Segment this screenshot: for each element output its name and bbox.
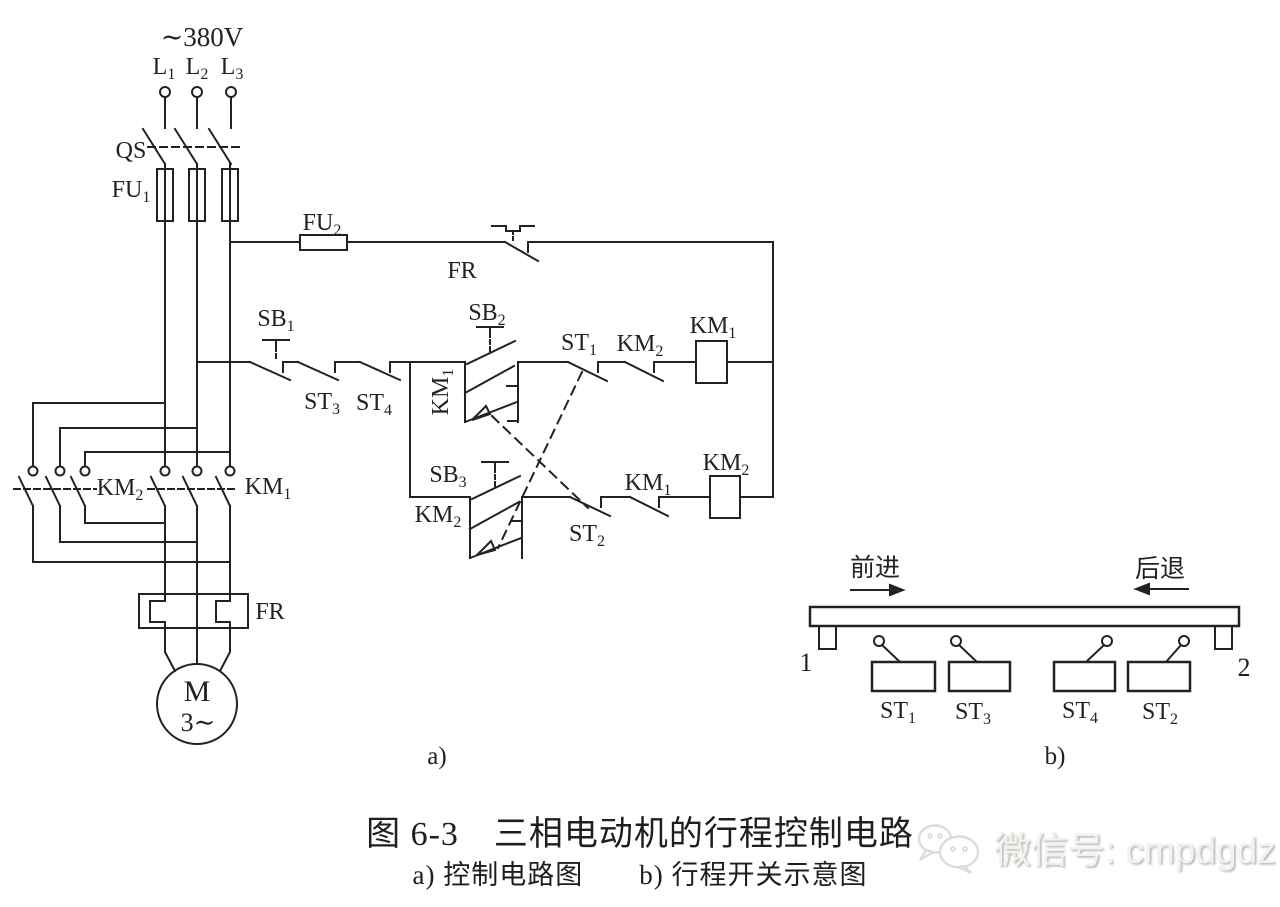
lower-parallel-block: [409, 461, 523, 560]
km2-coil-symbol: [709, 475, 741, 519]
km1-coil-symbol: [695, 340, 728, 384]
mech-link-arrowhead-upper: [471, 404, 492, 421]
workbench-bar: [808, 605, 1241, 628]
sb2-label: SB2: [468, 300, 505, 329]
workbench-dogs: [818, 625, 1233, 650]
backward-label: 后退: [1135, 555, 1185, 583]
km1-coil-label: KM1: [690, 313, 737, 342]
st4-label: ST4: [356, 390, 392, 419]
figure-caption-subtitle: a) 控制电路图 b) 行程开关示意图: [412, 860, 868, 890]
supply-voltage-label: ∼380V: [161, 22, 244, 52]
fr-contact-symbol: [491, 225, 774, 263]
km2-feed-wires: [32, 402, 231, 467]
wechat-icon: [917, 824, 980, 874]
km2-coil-label: KM2: [703, 450, 750, 479]
phase-label-l2: L2: [186, 54, 209, 83]
phase-label-l1: L1: [153, 54, 176, 83]
st3-switch-label: ST3: [955, 699, 991, 728]
figure-caption-title: 图 6-3 三相电动机的行程控制电路: [366, 816, 914, 853]
km2-aux-label: KM2: [415, 502, 462, 531]
rung1-left-contacts: [196, 339, 466, 382]
forward-label: 前进: [850, 554, 900, 582]
supply-leads: [164, 96, 232, 129]
st4-switch-label: ST4: [1062, 698, 1098, 727]
mech-link-dashed-st2: [490, 414, 590, 510]
st2-contact-label: ST2: [569, 521, 605, 550]
direction-arrows: [850, 582, 1189, 597]
fr-heater-label: FR: [255, 599, 284, 625]
fu2-label: FU2: [303, 210, 342, 239]
main-contact-blades: [17, 475, 232, 508]
st2-switch-label: ST2: [1142, 699, 1178, 728]
motor-phase-label: 3∼: [181, 708, 216, 737]
km1-aux-label: KM1: [428, 369, 457, 416]
sublabel-a: a): [427, 743, 446, 770]
motor-lead-wires: [164, 627, 231, 673]
supply-terminal-circles: [159, 86, 237, 98]
km2-main-label: KM2: [97, 475, 144, 504]
km2-interlock-label: KM2: [617, 331, 664, 360]
watermark: 微信号: cmpdgdz: [912, 820, 1276, 874]
main-contact-terminals: [27, 465, 236, 477]
sublabel-b: b): [1045, 743, 1066, 770]
mech-link-arrowhead-lower: [473, 539, 497, 557]
fr-heater-symbol: [138, 593, 249, 629]
km1-interlock-label: KM1: [625, 470, 672, 499]
phase-lines: [164, 163, 231, 467]
qs-label: QS: [116, 138, 147, 164]
phase-swap-wires: [32, 505, 231, 563]
fu2-fuse-symbol: [299, 234, 348, 251]
phase-label-l3: L3: [221, 54, 244, 83]
limit-switch-symbols-b: [870, 635, 1192, 693]
st1-contact-label: ST1: [561, 330, 597, 359]
fu1-fuse-symbols: [156, 168, 239, 222]
motor-m-label: M: [184, 675, 211, 708]
st1-switch-label: ST1: [880, 698, 916, 727]
mech-link-dashed-st1: [496, 370, 584, 550]
km1-main-label: KM1: [245, 474, 292, 503]
motor-branch-lines: [164, 505, 231, 595]
st3-label: ST3: [304, 389, 340, 418]
position-1-label: 1: [800, 648, 813, 677]
sb1-label: SB1: [257, 306, 294, 335]
rung1-right-contacts: [517, 340, 774, 384]
sb3-label: SB3: [429, 462, 466, 491]
rung2-right-contacts: [521, 475, 774, 519]
position-2-label: 2: [1238, 653, 1251, 682]
motor-circle: [156, 663, 238, 745]
upper-parallel-block: [463, 326, 519, 424]
fu1-label: FU1: [112, 177, 151, 206]
watermark-text: 微信号: cmpdgdz: [994, 830, 1276, 871]
fr-contact-label: FR: [447, 258, 476, 284]
